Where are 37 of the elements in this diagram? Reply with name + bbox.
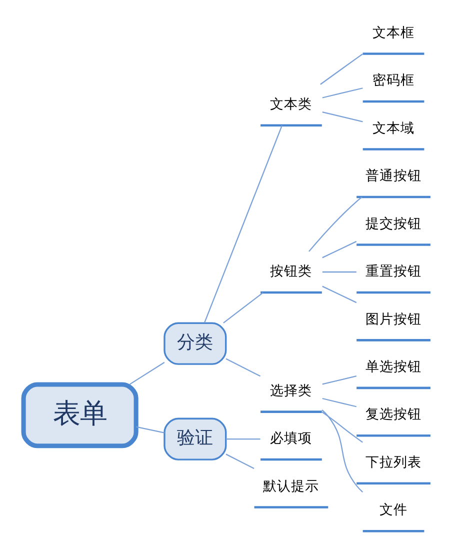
connector [322, 286, 357, 304]
node-text: 文本框 [372, 24, 415, 41]
node-text: 选择类 [270, 382, 312, 399]
node-text: 文本类 [270, 96, 312, 112]
node-text: 默认提示 [263, 478, 320, 494]
connector [322, 376, 357, 385]
connector [136, 426, 165, 434]
node-text: 必填项 [270, 430, 312, 447]
connector [322, 410, 363, 492]
node-text: 密码框 [372, 72, 415, 89]
node-text: 普通按钮 [366, 168, 422, 184]
connector [129, 362, 165, 385]
node-box: 验证 [164, 418, 227, 460]
node-text: 文本域 [372, 120, 415, 136]
connector [308, 196, 362, 252]
connector [320, 54, 363, 85]
connector [226, 438, 260, 440]
node-text: 复选按钮 [366, 406, 422, 423]
connector [204, 125, 283, 324]
node-text: 图片按钮 [366, 311, 422, 328]
node-text: 按钮类 [270, 264, 312, 280]
connector [226, 454, 254, 469]
connector [322, 240, 357, 258]
node-text: 文件 [380, 502, 408, 518]
connector [322, 88, 363, 98]
connector [226, 358, 261, 377]
connector [322, 112, 363, 122]
node-box: 表单 [21, 382, 138, 448]
connector [322, 271, 356, 273]
node-box: 分类 [164, 322, 227, 365]
node-text: 下拉列表 [366, 454, 422, 470]
node-text: 重置按钮 [366, 264, 422, 280]
connector [223, 292, 264, 324]
connector [322, 412, 363, 443]
connector [322, 398, 357, 408]
node-text: 单选按钮 [366, 359, 422, 375]
node-text: 提交按钮 [366, 216, 422, 232]
